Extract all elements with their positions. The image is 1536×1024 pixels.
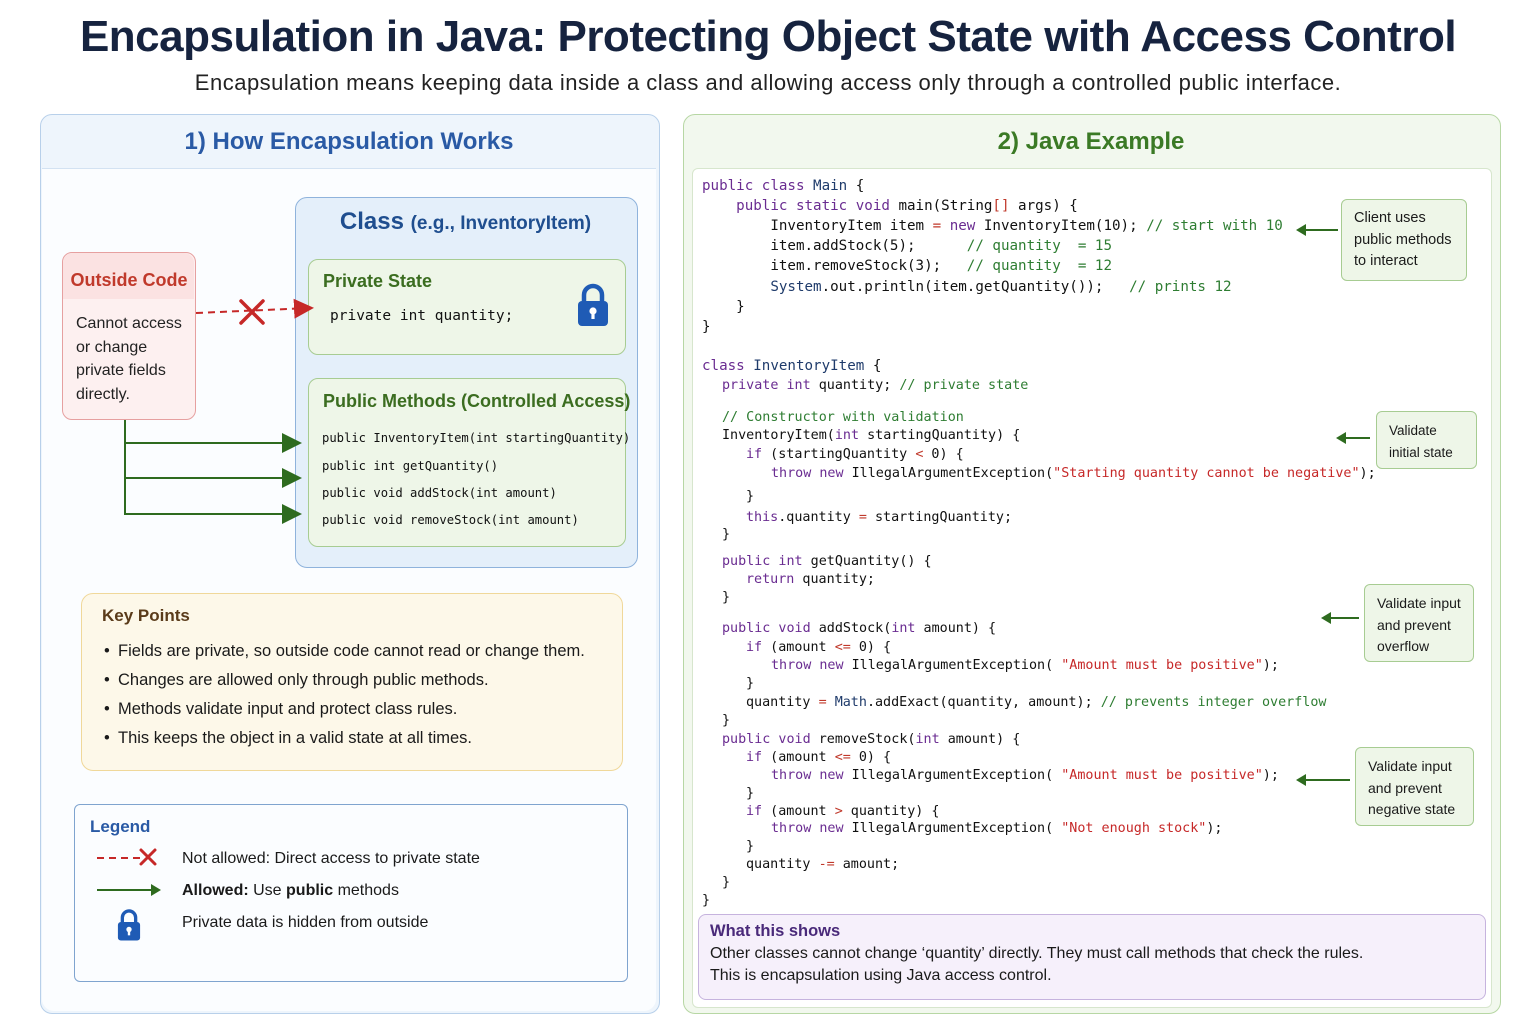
legend-hidden: Private data is hidden from outside [182,914,429,931]
code-line: System.out.println(item.getQuantity()); … [770,279,1232,295]
access-arrows [124,298,314,524]
public-method-item: public void removeStock(int amount) [322,513,579,527]
code-line: InventoryItem(int startingQuantity) { [722,428,1021,443]
right-panel-heading: 2) Java Example [997,128,1185,155]
outside-line: directly. [76,385,130,403]
lock-icon [117,909,141,941]
public-method-item: public void addStock(int amount) [322,486,557,500]
code-line: } [722,875,731,890]
legend-allowed: Allowed: Use public methods [182,882,399,899]
lock-icon [578,283,608,326]
code-line: } [702,893,711,908]
code-line: item.addStock(5); // quantity = 15 [702,238,1113,254]
allowed-arrows [124,420,302,524]
code-line: } [722,713,731,728]
left-panel-heading: 1) How Encapsulation Works [184,128,514,155]
class-example: (e.g., InventoryItem) [410,213,592,234]
key-point-item: •Fields are private, so outside code can… [104,642,585,660]
code-line: } [702,299,745,315]
code-line: item.removeStock(3); // quantity = 12 [702,258,1113,274]
class-label: Class [339,208,404,235]
code-line: throw new IllegalArgumentException( "Not… [771,821,1223,836]
code-line: if (startingQuantity < 0) { [746,447,964,462]
arrow-left-icon [1321,612,1359,624]
public-method-item: public InventoryItem(int startingQuantit… [322,431,631,445]
code-line: public int getQuantity() { [722,554,932,569]
key-points-title: Key Points [102,606,190,625]
what-this-shows-line: Other classes cannot change ‘quantity’ d… [710,945,1364,962]
code-line: } [746,676,755,691]
code-line: if (amount <= 0) { [746,750,892,765]
outside-code-text: Cannot access or change private fields d… [76,312,188,406]
code-line: } [722,527,731,542]
key-point-item: •This keeps the object in a valid state … [104,729,473,747]
private-state-code: private int quantity; [330,308,514,324]
page-title: Encapsulation in Java: Protecting Object… [79,12,1457,61]
public-method-item: public int getQuantity() [322,459,499,473]
outside-line: Cannot access [76,315,182,332]
legend-box [74,804,628,982]
code-line: InventoryItem item = new InventoryItem(1… [702,218,1283,234]
public-methods-box [308,378,626,547]
code-line: private int quantity; // private state [722,378,1029,393]
outside-code-title: Outside Code [70,270,188,290]
code-area [692,168,1492,1008]
code-line: quantity -= amount; [746,857,900,872]
code-line: return quantity; [746,572,875,587]
page-subtitle: Encapsulation means keeping data inside … [194,70,1342,95]
key-points-box [81,593,623,771]
what-this-shows-line: This is encapsulation using Java access … [710,967,1052,984]
code-line: quantity = Math.addExact(quantity, amoun… [746,695,1327,710]
note-client: Client uses public methods to interact [1341,199,1467,281]
legend-not-allowed: Not allowed: Direct access to private st… [182,850,480,867]
what-this-shows-box [698,914,1486,1000]
arrow-left-icon [1336,432,1370,444]
code-line: } [746,839,755,854]
outside-line: private fields [76,362,166,379]
code-line: this.quantity = startingQuantity; [746,510,1013,525]
code-line: public static void main(String[] args) { [736,198,1078,214]
code-line: throw new IllegalArgumentException( "Amo… [771,658,1279,673]
what-this-shows-title: What this shows [710,922,841,940]
code-line: public void removeStock(int amount) { [722,732,1021,747]
outside-code-header [63,253,194,299]
arrow-left-icon [1296,224,1338,236]
outside-line: or change [76,338,148,356]
code-line: if (amount <= 0) { [746,640,892,655]
code-line: if (amount > quantity) { [746,804,940,819]
key-point-item: •Methods validate input and protect clas… [104,700,458,718]
code-line: } [702,319,711,335]
code-line: } [722,590,731,605]
note-negative: Validate input and prevent negative stat… [1355,747,1474,826]
note-initial: Validate initial state [1376,411,1477,469]
private-state-box [308,259,626,355]
arrow-left-icon [1296,774,1350,786]
note-overflow: Validate input and prevent overflow [1364,584,1474,662]
code-line: throw new IllegalArgumentException( "Amo… [771,768,1279,783]
cross-icon [239,299,265,325]
key-point-item: •Changes are allowed only through public… [104,671,489,689]
code-line: // Constructor with validation [722,410,964,425]
code-line: } [746,786,755,801]
code-line: class InventoryItem { [702,358,882,374]
code-line: } [746,489,755,504]
private-state-title: Private State [323,271,433,291]
class-box-title: Class (e.g., InventoryItem) [295,208,636,236]
legend-title: Legend [90,817,151,836]
code-line: public class Main { [702,178,865,194]
code-line: public void addStock(int amount) { [722,621,997,636]
legend-not-allowed-icon [97,848,157,866]
arrow-right-icon [97,884,161,896]
code-line: throw new IllegalArgumentException("Star… [771,466,1376,481]
public-methods-title: Public Methods (Controlled Access) [323,391,631,411]
